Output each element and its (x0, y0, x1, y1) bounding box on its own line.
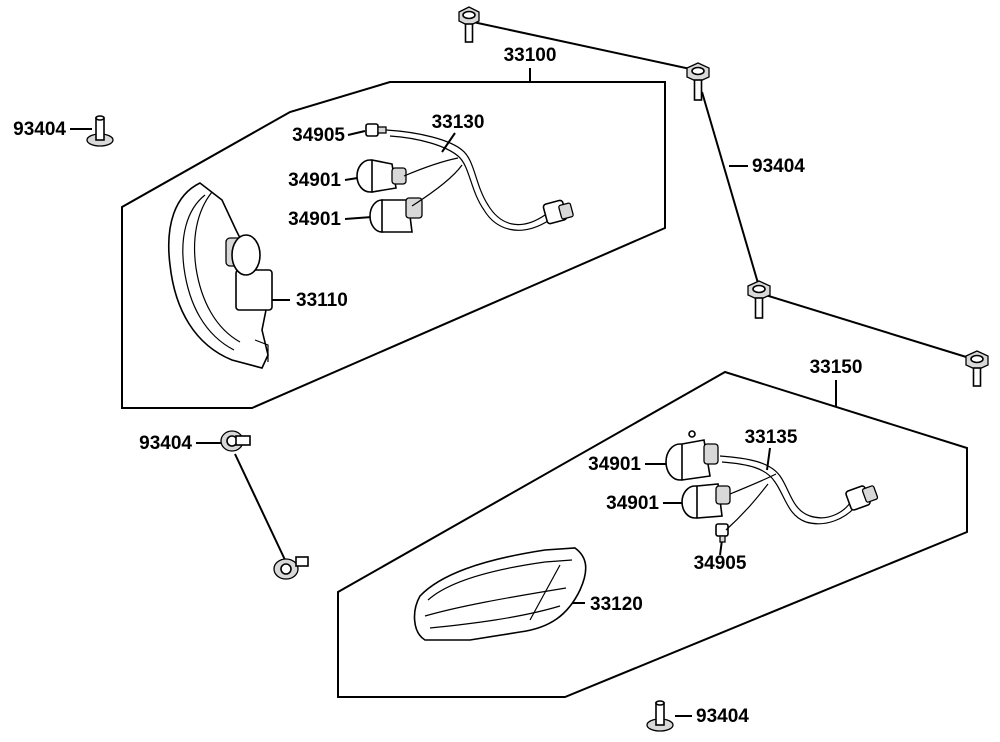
left-bulb-small-icon (365, 123, 387, 137)
bolt-far-right-icon (965, 350, 989, 387)
label-assembly-left: 33100 (504, 45, 557, 66)
bolt-mid-left-upper-icon (220, 430, 251, 452)
bolt-connection-lines (234, 21, 977, 563)
right-harness-icon (719, 455, 879, 531)
label-bolt-top-chain: 93404 (752, 156, 805, 177)
right-bulb-lower-icon (681, 483, 731, 519)
left-bulb-lower-icon (369, 197, 423, 233)
right-bulb-upper-icon (665, 430, 719, 481)
label-harness-left: 33130 (432, 112, 485, 133)
bolt-top-chain-2-icon (686, 62, 710, 101)
label-bulb-lower-left: 34901 (288, 209, 341, 230)
bolt-top-chain-1-icon (458, 6, 480, 43)
label-assembly-right: 33150 (810, 357, 863, 378)
label-bulb-upper-right: 34901 (588, 454, 641, 475)
label-bolt-bottom: 93404 (696, 706, 749, 727)
label-housing-left: 33110 (296, 290, 348, 311)
label-bulb-small-right: 34905 (694, 553, 747, 574)
bolt-top-left-icon (86, 115, 114, 147)
left-assembly-frame (121, 68, 666, 409)
label-bolt-top-left: 93404 (13, 119, 66, 140)
right-headlight-housing-icon (413, 547, 587, 641)
label-bolt-mid-left: 93404 (139, 433, 192, 454)
right-bulb-small-icon (715, 523, 729, 543)
bolt-right-chain-icon (747, 280, 771, 319)
left-harness-icon (385, 129, 574, 231)
label-bulb-upper-left: 34901 (288, 170, 341, 191)
right-assembly-frame (337, 370, 968, 698)
label-housing-right: 33120 (590, 594, 643, 615)
label-bulb-lower-right: 34901 (606, 493, 659, 514)
left-bulb-upper-icon (356, 159, 407, 193)
bolt-bottom-icon (646, 700, 674, 732)
bolt-mid-left-lower-icon (273, 556, 309, 580)
label-harness-right: 33135 (745, 427, 798, 448)
left-headlight-housing-icon (168, 182, 273, 369)
label-bulb-small-left: 34905 (292, 125, 345, 146)
